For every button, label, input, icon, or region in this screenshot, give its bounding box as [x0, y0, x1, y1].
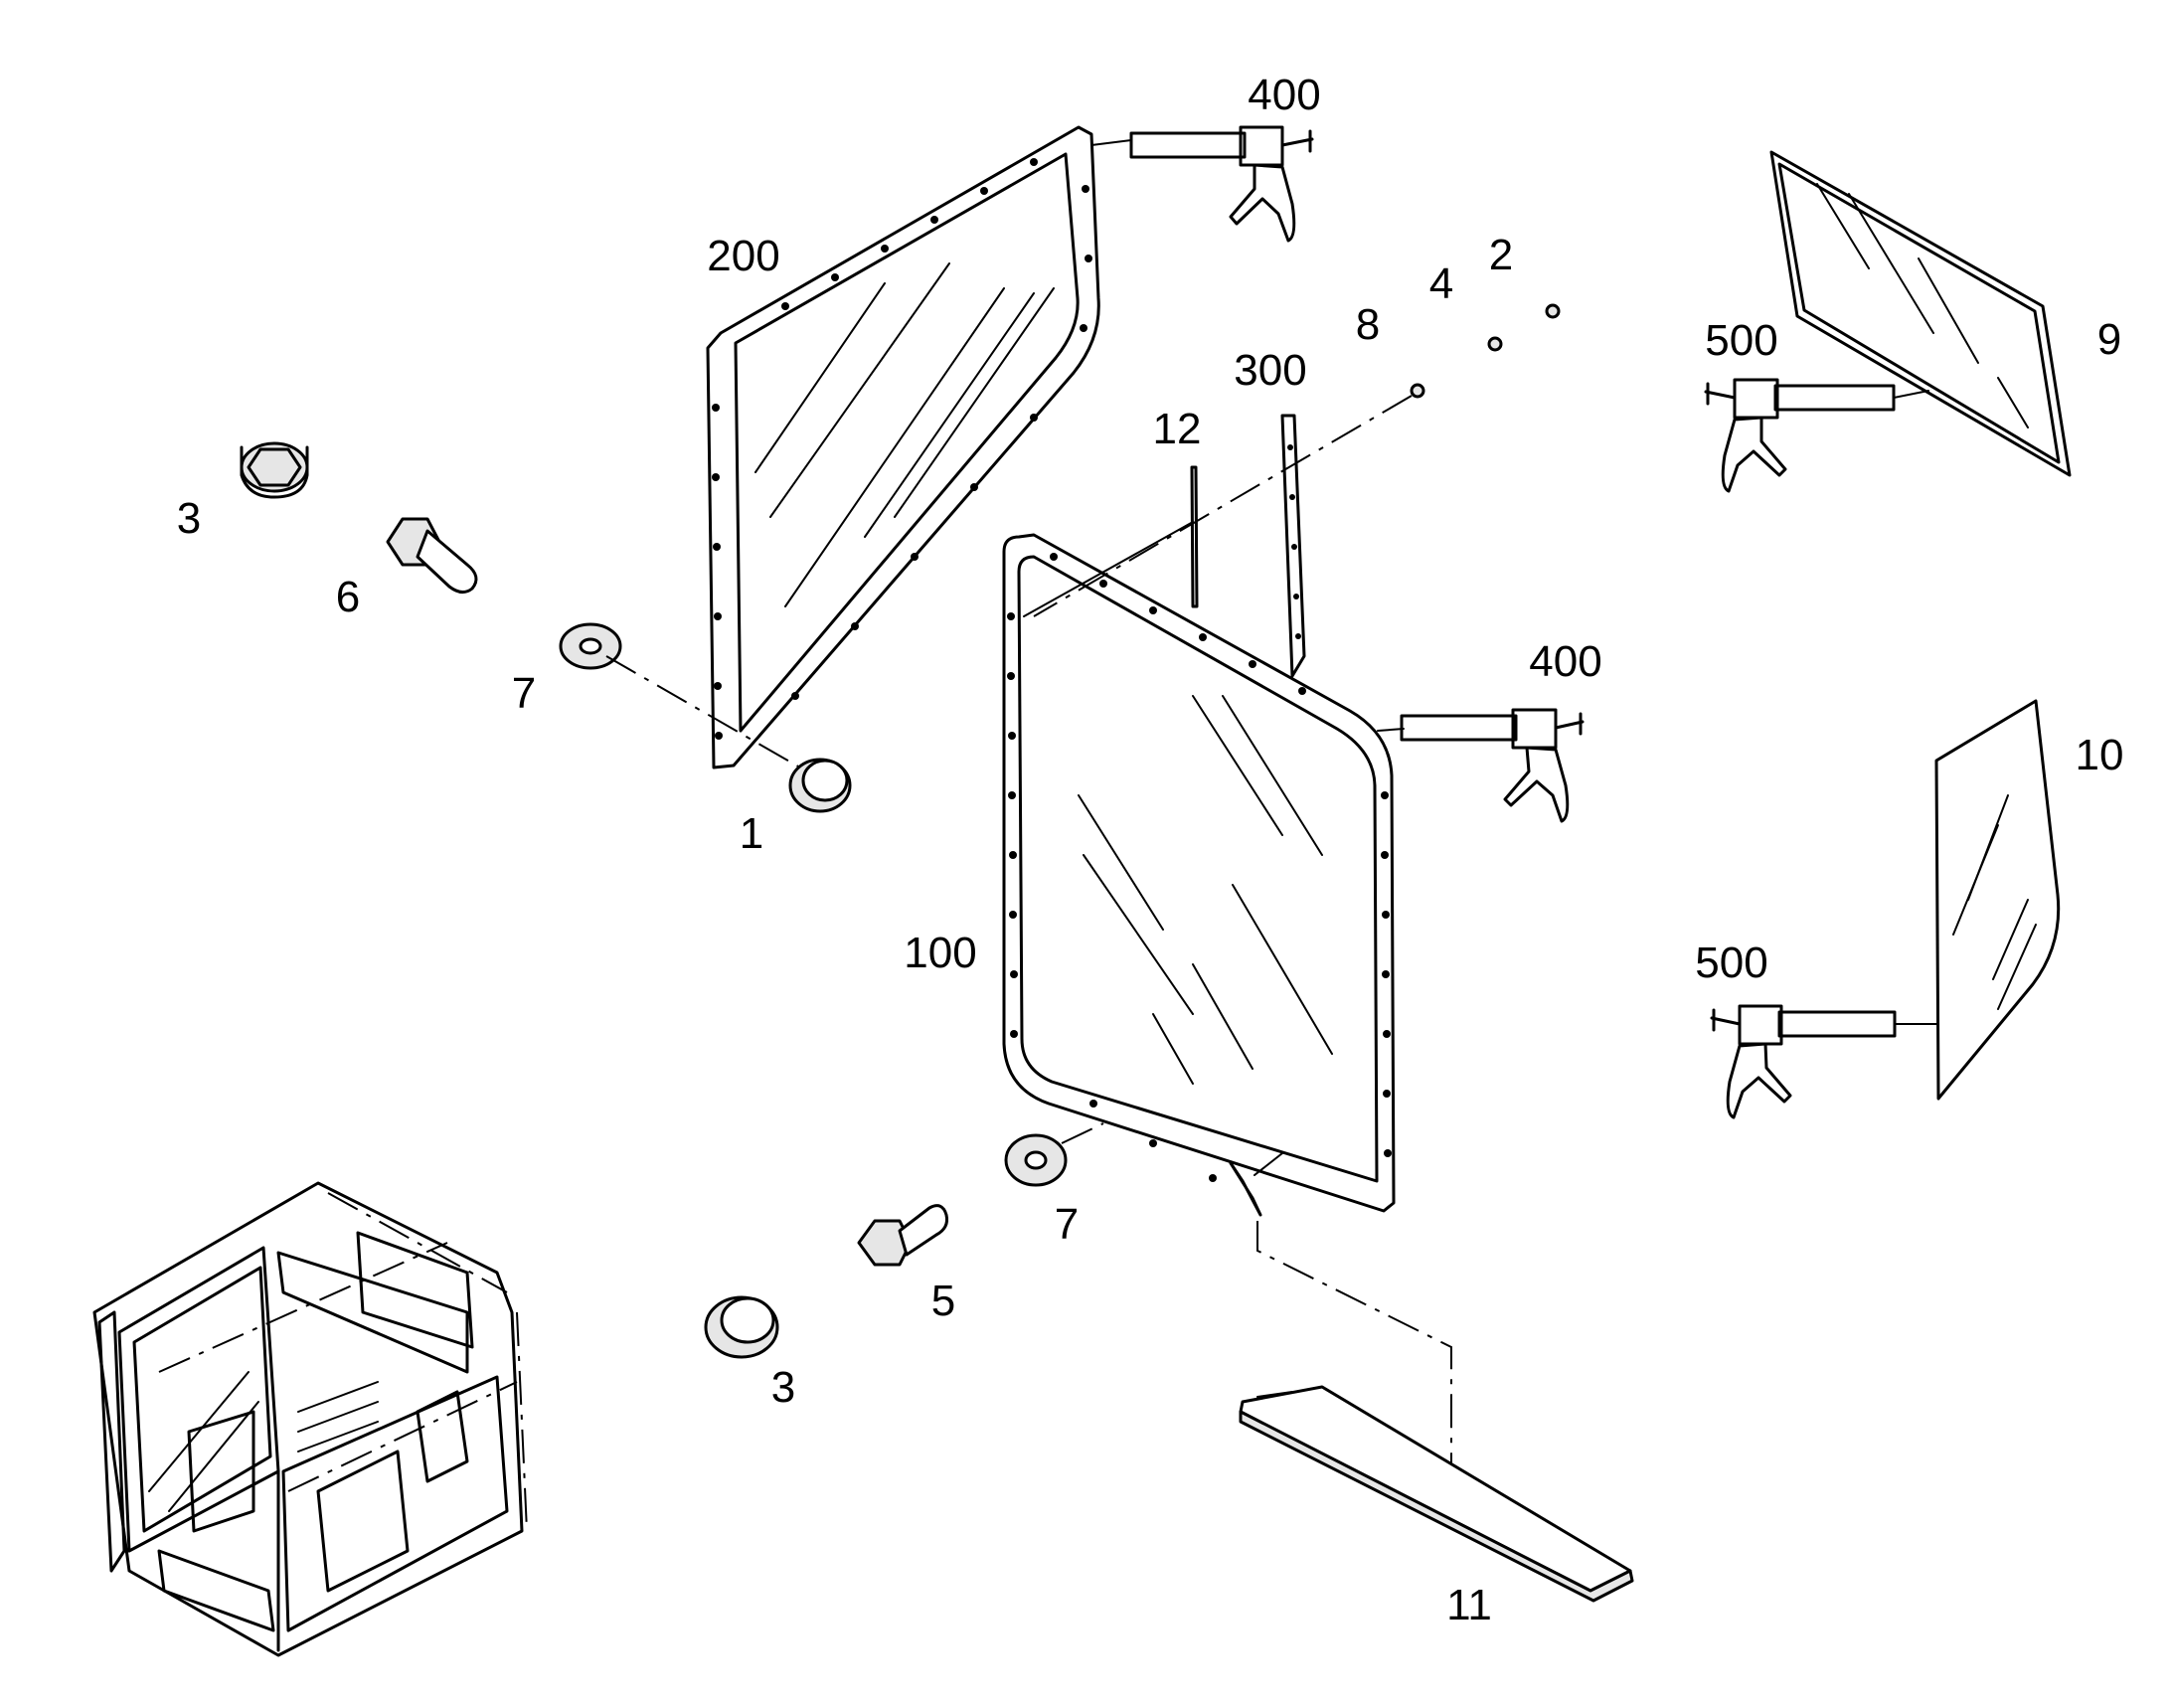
strip-300	[1280, 414, 1306, 678]
caulking-gun-400-top	[1090, 125, 1314, 243]
label-500-bottom: 500	[1695, 939, 1767, 987]
label-300: 300	[1234, 346, 1306, 395]
cap-nut-3-top	[240, 441, 309, 499]
caulking-gun-500-top	[1704, 378, 1929, 493]
caulking-gun-400-middle	[1377, 708, 1585, 823]
label-1: 1	[740, 809, 763, 858]
washer-7-bottom	[1004, 1133, 1068, 1187]
label-200: 200	[707, 232, 779, 280]
cap-nut-3-bottom	[704, 1295, 779, 1359]
label-500-top: 500	[1705, 316, 1777, 365]
washer-4	[1487, 336, 1503, 352]
label-11: 11	[1446, 1581, 1492, 1629]
callout-labels: 400 200 2 4 8 300 12 500 9 3 6 7 1 400 1…	[177, 71, 2124, 1629]
bolt-5	[857, 1204, 948, 1267]
label-3-bottom: 3	[771, 1363, 795, 1412]
label-12: 12	[1153, 405, 1202, 453]
label-400-top: 400	[1248, 71, 1320, 119]
label-400-middle: 400	[1529, 637, 1601, 686]
cab-overview	[92, 1181, 528, 1657]
label-5: 5	[931, 1277, 955, 1325]
frame-rivets-200	[712, 158, 1092, 740]
label-7-top: 7	[512, 669, 536, 718]
caulking-gun-500-bottom	[1710, 1004, 1937, 1119]
nut-2	[1545, 303, 1561, 319]
plug-1	[788, 758, 852, 813]
label-6: 6	[336, 573, 360, 621]
nut-8	[1410, 383, 1425, 399]
label-7-bottom: 7	[1055, 1200, 1079, 1249]
strip-11	[1239, 1385, 1634, 1603]
label-4: 4	[1429, 259, 1453, 308]
label-8: 8	[1356, 300, 1380, 349]
label-100: 100	[904, 929, 976, 977]
glass-9	[1769, 150, 2072, 477]
strip-12	[1190, 465, 1199, 608]
label-3-top: 3	[177, 494, 201, 543]
washer-7-top	[559, 622, 622, 670]
window-100	[1002, 521, 1396, 1217]
label-2: 2	[1489, 231, 1513, 279]
frame-rivets-100	[1007, 553, 1392, 1182]
window-200	[706, 125, 1100, 769]
glass-10	[1934, 699, 2061, 1101]
bolt-6	[386, 517, 478, 594]
label-10: 10	[2076, 731, 2124, 779]
label-9: 9	[2097, 315, 2121, 364]
